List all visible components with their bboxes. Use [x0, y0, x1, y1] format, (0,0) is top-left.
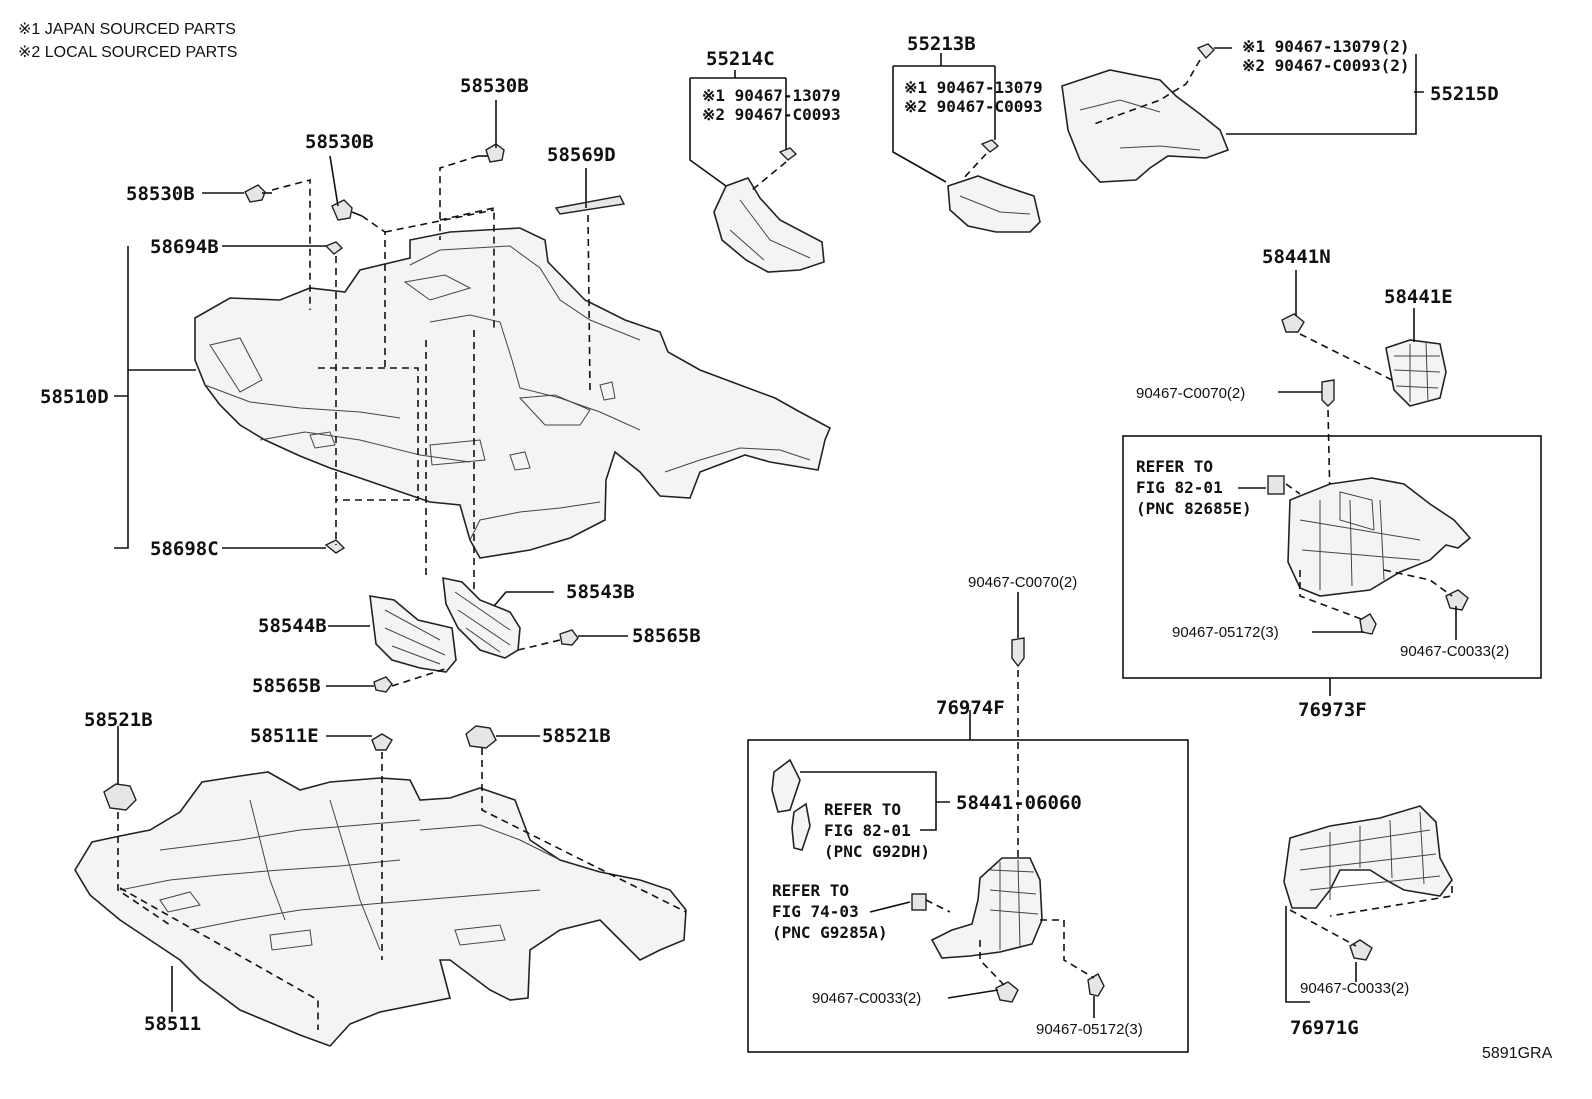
clip-58530B-mid — [331, 199, 363, 221]
label-55215D-note1: ※1 90467-13079(2) — [1242, 37, 1410, 56]
clip-55214C — [778, 147, 798, 161]
label-refer-G92DH-line1: REFER TO — [824, 800, 901, 819]
label-refer-82685E-line1: REFER TO — [1136, 457, 1213, 476]
trim-55215D — [1061, 69, 1230, 183]
label-58511E: 58511E — [250, 725, 319, 747]
label-refer-G9285A-line2: FIG 74-03 — [772, 902, 859, 921]
label-55214C-note2: ※2 90467-C0093 — [702, 105, 841, 124]
label-55213B: 55213B — [907, 33, 976, 55]
label-58521B-right: 58521B — [542, 725, 611, 747]
cover-58441E — [1385, 339, 1447, 407]
label-refer-G9285A-line3: (PNC G9285A) — [772, 923, 888, 942]
label-refer-82685E-line3: (PNC 82685E) — [1136, 499, 1252, 518]
clip-58441N — [1281, 313, 1305, 333]
label-90467-C0070-mid: 90467-C0070(2) — [968, 574, 1077, 591]
trim-76971G — [1283, 805, 1453, 909]
label-58530B-top: 58530B — [460, 75, 529, 97]
clip-58565B-right — [559, 629, 579, 646]
floor-carpet-upper — [194, 227, 832, 559]
clip-55213B — [980, 139, 1000, 153]
clip-90467-C0070-top — [1321, 379, 1335, 407]
label-refer-G9285A-line1: REFER TO — [772, 881, 849, 900]
label-55213B-note2: ※2 90467-C0093 — [904, 97, 1043, 116]
label-55214C: 55214C — [706, 48, 775, 70]
label-58441E: 58441E — [1384, 286, 1453, 308]
clip-55215D — [1196, 43, 1215, 60]
clip-58530B-left — [244, 184, 272, 203]
label-55215D-note2: ※2 90467-C0093(2) — [1242, 56, 1410, 75]
label-90467-C0033-right: 90467-C0033(2) — [1400, 643, 1509, 660]
refer-tile-G9285A — [911, 893, 927, 911]
label-58698C: 58698C — [150, 538, 219, 560]
side-cover-58544B — [369, 595, 457, 673]
floor-silencer-lower — [74, 771, 687, 1047]
label-90467-C0070-top: 90467-C0070(2) — [1136, 385, 1245, 402]
label-58511: 58511 — [144, 1013, 201, 1035]
clip-58521B-right — [465, 725, 497, 749]
label-refer-G92DH-line3: (PNC G92DH) — [824, 842, 930, 861]
clip-90467-C0070-mid — [1011, 637, 1025, 668]
label-58565B-left: 58565B — [252, 675, 321, 697]
label-58530B-mid: 58530B — [305, 131, 374, 153]
clip-58565B-left — [373, 676, 393, 693]
label-58510D: 58510D — [40, 386, 109, 408]
label-58521B-left: 58521B — [84, 709, 153, 731]
refer-tile-82685E — [1267, 475, 1285, 495]
diagram-code: 5891GRA — [1482, 1045, 1553, 1062]
label-55214C-note1: ※1 90467-13079 — [702, 86, 841, 105]
label-refer-G92DH-line2: FIG 82-01 — [824, 821, 911, 840]
label-58544B: 58544B — [258, 615, 327, 637]
clip-90467-05172-right — [1359, 613, 1377, 635]
label-58441-06060: 58441-06060 — [956, 792, 1082, 814]
label-90467-05172-mid: 90467-05172(3) — [1036, 1021, 1143, 1038]
trim-55214C — [713, 177, 825, 273]
trim-76973F — [1287, 477, 1472, 597]
clip-90467-C0033-mid — [995, 981, 1019, 1003]
trim-76974F — [930, 857, 1043, 959]
clip-90467-05172-mid — [1087, 973, 1105, 997]
label-76973F: 76973F — [1298, 699, 1367, 721]
label-58441N: 58441N — [1262, 246, 1331, 268]
label-55215D: 55215D — [1430, 83, 1499, 105]
label-90467-C0033-low: 90467-C0033(2) — [1300, 980, 1409, 997]
clip-90467-C0033-low — [1349, 939, 1373, 961]
refer-tile-58441-06060-a — [771, 758, 801, 813]
clip-58530B-top — [478, 143, 505, 163]
strip-58569D — [554, 195, 626, 215]
trim-55213B — [947, 175, 1041, 233]
clip-58698C — [324, 539, 346, 554]
note-local-sourced: ※2 LOCAL SOURCED PARTS — [18, 44, 237, 61]
label-refer-82685E-line2: FIG 82-01 — [1136, 478, 1223, 497]
label-58543B: 58543B — [566, 581, 635, 603]
box-76974F — [747, 739, 1189, 1053]
note-japan-sourced: ※1 JAPAN SOURCED PARTS — [18, 21, 236, 38]
refer-tile-58441-06060-b — [791, 802, 811, 851]
clip-90467-C0033-right — [1445, 589, 1469, 611]
label-90467-C0033-mid: 90467-C0033(2) — [812, 990, 921, 1007]
clip-58511E — [371, 733, 393, 751]
label-58694B: 58694B — [150, 236, 219, 258]
box-76973F — [1122, 435, 1542, 679]
label-90467-05172-right: 90467-05172(3) — [1172, 624, 1279, 641]
clip-58694B — [324, 241, 344, 255]
label-55213B-note1: ※1 90467-13079 — [904, 78, 1043, 97]
label-58569D: 58569D — [547, 144, 616, 166]
label-76974F: 76974F — [936, 697, 1005, 719]
label-58530B-left: 58530B — [126, 183, 195, 205]
label-58565B-right: 58565B — [632, 625, 701, 647]
label-76971G: 76971G — [1290, 1017, 1359, 1039]
clip-58521B-left — [103, 783, 137, 811]
